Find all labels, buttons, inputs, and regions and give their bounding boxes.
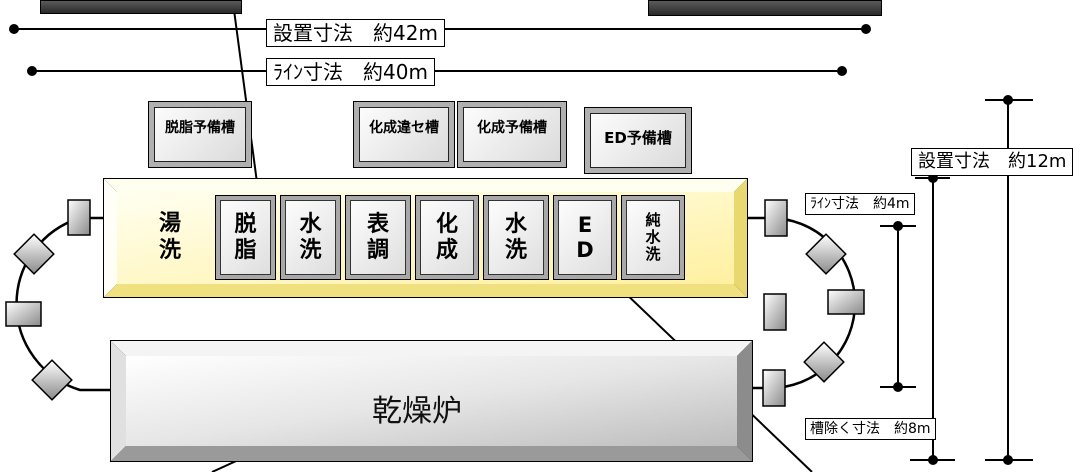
tank-label: E D — [576, 213, 594, 262]
spare-tank-degrease: 脱脂予備槽 — [148, 101, 252, 168]
spare-tank-label: 化成予備槽 — [477, 119, 547, 136]
tank-label: 純 水 洗 — [645, 210, 661, 264]
hanger-rect — [762, 369, 786, 407]
tank-hot-water-rinse: 湯 洗 — [126, 195, 214, 280]
spare-tank-label: ED予備槽 — [604, 129, 672, 147]
hanger-diamond — [805, 233, 847, 275]
drying-oven — [110, 340, 753, 462]
install-length-label: 設置寸法 約42m — [266, 19, 445, 47]
hanger-rect — [827, 289, 865, 315]
tank-water-rinse-2: 水 洗 — [483, 195, 549, 280]
spare-tank-label: 脱脂予備槽 — [165, 119, 235, 136]
excl-tank-width-line — [880, 221, 916, 392]
line-width-line — [910, 173, 955, 465]
hanger-diamond — [13, 233, 55, 275]
install-width-label: 設置寸法 約12m — [911, 148, 1074, 176]
tank-label: 水 洗 — [504, 212, 527, 263]
hanger-rect — [763, 293, 787, 331]
line-length-label: ﾗｲﾝ寸法 約40m — [266, 58, 435, 86]
tank-label: 湯 洗 — [158, 211, 181, 263]
tank-degrease: 脱 脂 — [215, 195, 276, 280]
hanger-rect — [5, 301, 42, 327]
oven-label: 乾燥炉 — [372, 394, 462, 429]
spare-tank-conversion-adjust: 化成違セ槽 — [353, 101, 455, 168]
tank-pure-water-rinse: 純 水 洗 — [621, 195, 685, 280]
spare-tank-conversion: 化成予備槽 — [457, 101, 567, 168]
tank-label: 脱 脂 — [234, 212, 257, 263]
photo-thumbnail — [648, 0, 882, 16]
photo-thumbnail — [40, 0, 242, 14]
excl-tank-width-label: 槽除く寸法 約8m — [805, 418, 936, 440]
tank-label: 水 洗 — [299, 212, 322, 263]
hanger-diamond — [31, 359, 73, 401]
tank-conversion: 化 成 — [415, 195, 479, 280]
hanger-diamond — [803, 341, 845, 383]
tank-water-rinse-1: 水 洗 — [280, 195, 341, 280]
pointer-line-degrease — [233, 9, 259, 191]
hanger-rect — [764, 199, 788, 237]
tank-surface-conditioning: 表 調 — [345, 195, 411, 280]
spare-tank-label: 化成違セ槽 — [369, 119, 439, 136]
tank-ed: E D — [553, 195, 617, 280]
spare-tank-ed: ED予備槽 — [584, 107, 692, 174]
line-length-line — [27, 66, 847, 76]
line-width-label: ﾗｲﾝ寸法 約4m — [805, 193, 915, 215]
hanger-rect — [67, 199, 91, 236]
tank-label: 表 調 — [366, 212, 389, 263]
tank-label: 化 成 — [435, 212, 458, 263]
